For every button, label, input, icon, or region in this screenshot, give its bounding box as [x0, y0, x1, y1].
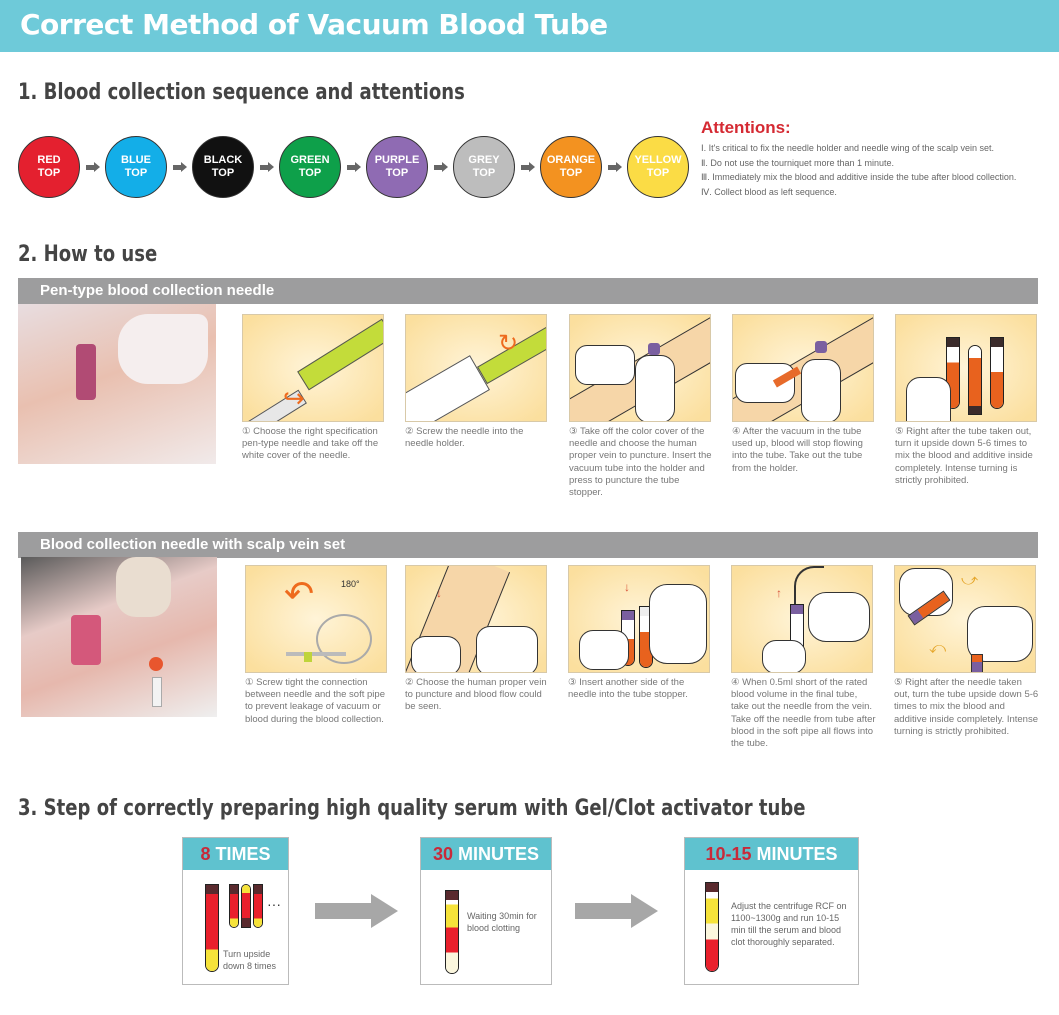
step-caption: ④ After the vacuum in the tube used up, … [732, 426, 863, 474]
invert-tube-illustration: ⤻ ⤺ [894, 565, 1036, 673]
pen-step-2: ↻ ② Screw the needle into the needle hol… [405, 314, 550, 450]
scalp-step-3: ↓ ③ Insert another side of the needle in… [568, 565, 713, 701]
step-caption: ③ Take off the color cover of the needle… [569, 426, 712, 499]
arrow-right-icon [341, 162, 366, 172]
step-caption: ② Choose the human proper vein to punctu… [405, 677, 547, 713]
needle-illustration: ↪ [242, 314, 384, 422]
pen-step-1: ↪ ① Choose the right specification pen-t… [242, 314, 387, 463]
page-title: Correct Method of Vacuum Blood Tube [20, 8, 608, 41]
card-text: Waiting 30min for blood clotting [467, 911, 537, 933]
arrow-right-icon [80, 162, 105, 172]
title-banner: Correct Method of Vacuum Blood Tube [0, 0, 1059, 52]
scalp-step-1: ↶ 180° ① Screw tight the connection betw… [245, 565, 390, 726]
down-arrow-icon: ↓ [436, 586, 442, 600]
down-arrow-icon: ↓ [624, 580, 630, 594]
arrow-right-icon [167, 162, 192, 172]
step-card-8-times: 8 TIMES ··· Turn upside down 8 times [182, 837, 289, 985]
pen-step-5: ⑤ Right after the tube taken out, turn i… [895, 314, 1040, 487]
withdraw-needle-illustration: ↑ [731, 565, 873, 673]
attentions-panel: Attentions: Ⅰ. It's critical to fix the … [701, 118, 1016, 199]
step-caption: ③ Insert another side of the needle into… [568, 677, 688, 701]
arrow-right-icon [515, 162, 540, 172]
pen-step-4: ④ After the vacuum in the tube used up, … [732, 314, 877, 475]
rotate-arrow-icon: ↪ [283, 383, 305, 413]
arrow-right-icon [254, 162, 279, 172]
arrow-right-icon [428, 162, 453, 172]
pen-type-header: Pen-type blood collection needle [18, 278, 1038, 304]
step-caption: ④ When 0.5ml short of the rated blood vo… [731, 677, 876, 750]
scalp-tube-illustration: ↶ 180° [245, 565, 387, 673]
attentions-title: Attentions: [701, 118, 791, 137]
attention-item: Ⅱ. Do not use the tourniquet more than 1… [701, 157, 895, 168]
blood-flow-illustration [732, 314, 874, 422]
pen-type-photo [18, 304, 216, 464]
scalp-step-5: ⤻ ⤺ ⑤ Right after the needle taken out, … [894, 565, 1039, 738]
card-header: 30 MINUTES [421, 838, 551, 870]
up-arrow-icon: ↑ [776, 586, 782, 600]
scalp-vein-header: Blood collection needle with scalp vein … [18, 532, 1038, 558]
flow-arrow-icon [315, 894, 400, 928]
vein-puncture-illustration: ↓ [405, 565, 547, 673]
mix-tubes-illustration [895, 314, 1037, 422]
card-text: Turn upside down 8 times [223, 949, 277, 971]
card-header: 10-15 MINUTES [685, 838, 858, 870]
rotate-arrow-icon: ↻ [498, 330, 519, 357]
ellipsis-icon: ··· [267, 896, 281, 912]
section-1-title: 1. Blood collection sequence and attenti… [18, 80, 465, 105]
rotation-label: 180° [341, 579, 360, 589]
step-caption: ⑤ Right after the tube taken out, turn i… [895, 426, 1033, 486]
flow-arrow-icon [575, 894, 660, 928]
step-caption: ② Screw the needle into the needle holde… [405, 426, 524, 450]
step-card-30-minutes: 30 MINUTES Waiting 30min for blood clott… [420, 837, 552, 985]
flip-arrow-icon: ⤺ [929, 640, 947, 657]
card-header: 8 TIMES [183, 838, 288, 870]
arrow-right-icon [602, 162, 627, 172]
attention-item: Ⅲ. Immediately mix the blood and additiv… [701, 172, 1017, 182]
flip-arrow-icon: ⤻ [961, 572, 979, 589]
attention-item: Ⅰ. It's critical to fix the needle holde… [701, 143, 995, 153]
section-2-title: 2. How to use [18, 242, 158, 267]
needle-holder-illustration: ↻ [405, 314, 547, 422]
scalp-vein-photo [21, 557, 217, 717]
step-card-10-15-minutes: 10-15 MINUTES Adjust the centrifuge RCF … [684, 837, 859, 985]
insert-needle-illustration: ↓ [568, 565, 710, 673]
section-3-title: 3. Step of correctly preparing high qual… [18, 796, 806, 821]
step-caption: ① Choose the right specification pen-typ… [242, 426, 379, 462]
scalp-step-4: ↑ ④ When 0.5ml short of the rated blood … [731, 565, 876, 750]
step-caption: ⑤ Right after the needle taken out, turn… [894, 677, 1039, 737]
vein-puncture-illustration [569, 314, 711, 422]
rotate-180-icon: ↶ [284, 573, 315, 614]
scalp-step-2: ↓ ② Choose the human proper vein to punc… [405, 565, 550, 714]
pen-step-3: ③ Take off the color cover of the needle… [569, 314, 714, 499]
attention-item: Ⅳ. Collect blood as left sequence. [701, 186, 837, 197]
step-caption: ① Screw tight the connection between nee… [245, 677, 385, 725]
card-text: Adjust the centrifuge RCF on 1100~1300g … [731, 901, 847, 947]
